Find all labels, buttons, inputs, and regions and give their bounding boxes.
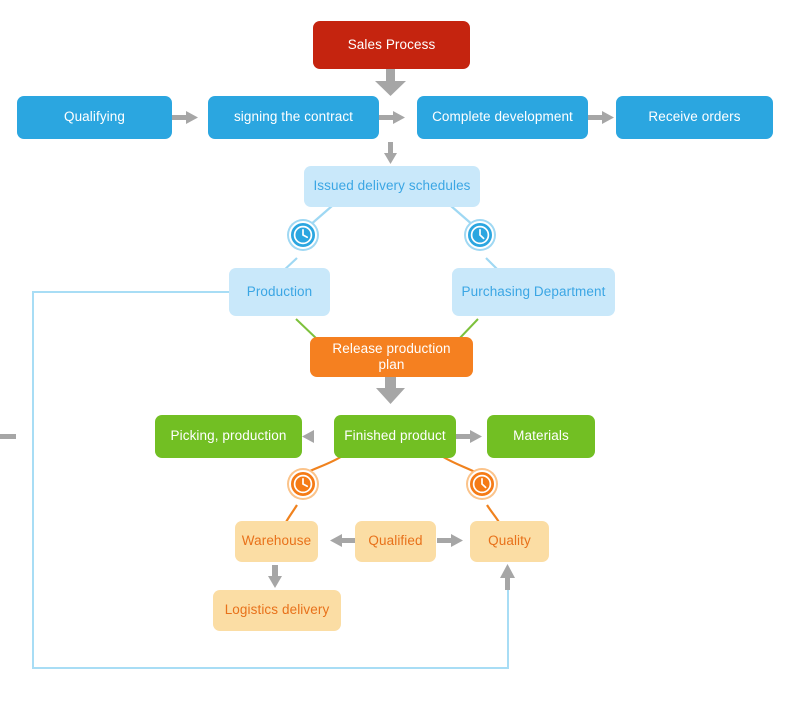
arrow-complete-development-to-receive-orders [588,111,614,124]
node-receive-orders-label: Receive orders [648,109,741,125]
node-purchasing-department[interactable]: Purchasing Department [452,268,615,316]
node-sales-process[interactable]: Sales Process [313,21,470,69]
node-issued-delivery-schedules[interactable]: Issued delivery schedules [304,166,480,207]
node-logistics-delivery-label: Logistics delivery [224,602,330,618]
arrow-qualified-to-warehouse [330,534,356,547]
clock-icon-right-orange[interactable] [468,470,496,498]
arrow-signing-to-complete-development [379,111,405,124]
node-warehouse[interactable]: Warehouse [235,521,318,562]
node-production[interactable]: Production [229,268,330,316]
node-complete-development[interactable]: Complete development [417,96,588,139]
node-qualified-label: Qualified [368,533,423,549]
node-production-label: Production [246,283,313,299]
arrow-finished-product-to-materials [456,430,482,443]
node-purchasing-department-label: Purchasing Department [461,283,606,299]
clock-icon [293,225,313,245]
clock-icon-left-orange[interactable] [289,470,317,498]
node-finished-product[interactable]: Finished product [334,415,456,458]
clock-icon [472,474,492,494]
node-picking-production-label: Picking, production [170,428,287,444]
arrow-complete-development-to-schedules [384,142,397,164]
clock-icon [293,474,313,494]
node-release-production-plan-label: Release production plan [332,340,451,372]
node-qualified[interactable]: Qualified [355,521,436,562]
node-logistics-delivery[interactable]: Logistics delivery [213,590,341,631]
arrow-qualifying-to-signing [172,111,198,124]
feedback-loop-arrowhead [500,564,515,590]
node-signing-the-contract[interactable]: signing the contract [208,96,379,139]
node-issued-delivery-schedules-label: Issued delivery schedules [313,178,471,194]
node-warehouse-label: Warehouse [241,533,312,549]
node-qualifying[interactable]: Qualifying [17,96,172,139]
arrow-release-plan-to-finished-product [376,373,405,404]
node-complete-development-label: Complete development [432,109,573,125]
clock-icon-right-blue[interactable] [466,221,494,249]
node-materials-label: Materials [513,428,569,444]
node-quality-label: Quality [488,533,531,549]
node-qualifying-label: Qualifying [63,109,126,125]
node-materials[interactable]: Materials [487,415,595,458]
arrow-qualified-to-quality [437,534,463,547]
node-quality[interactable]: Quality [470,521,549,562]
node-finished-product-label: Finished product [344,428,446,444]
clock-icon [470,225,490,245]
node-picking-production[interactable]: Picking, production [155,415,302,458]
arrow-warehouse-to-logistics [268,565,282,588]
clock-icon-left-blue[interactable] [289,221,317,249]
node-release-production-plan[interactable]: Release production plan [310,337,473,377]
arrow-sales-to-complete-development [375,68,406,96]
node-receive-orders[interactable]: Receive orders [616,96,773,139]
node-sales-process-label: Sales Process [347,36,436,52]
node-signing-the-contract-label: signing the contract [233,109,354,125]
